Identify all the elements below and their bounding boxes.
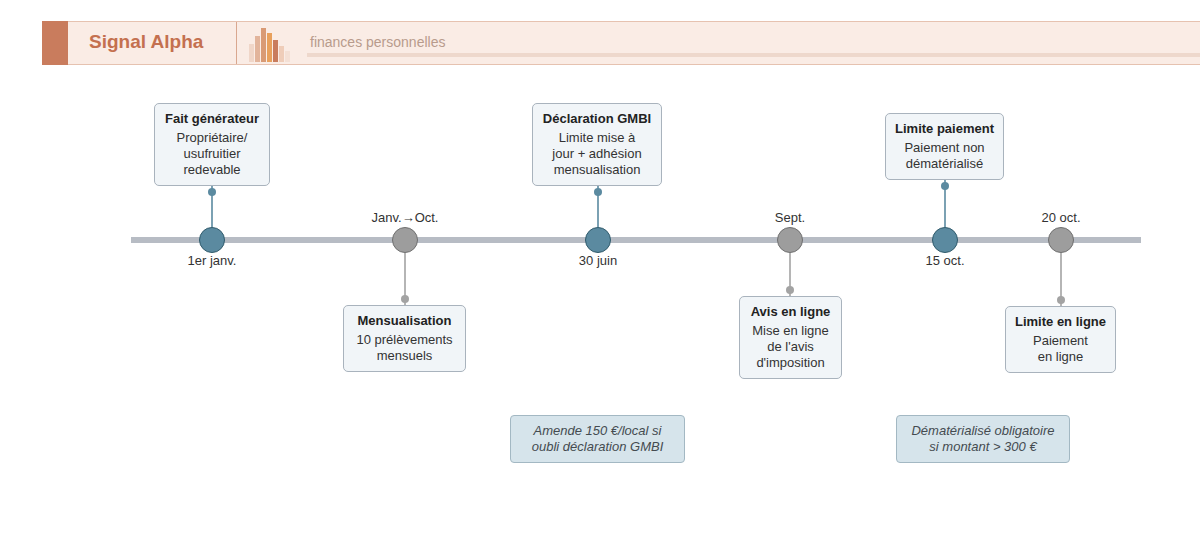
leader-connector	[208, 186, 216, 227]
leader-connector	[1057, 253, 1065, 306]
leader-connector	[786, 253, 794, 296]
event-box: Fait générateurPropriétaire/ usufruitier…	[154, 103, 270, 186]
header-accent	[42, 21, 68, 65]
event-box: Limite en lignePaiement en ligne	[1005, 306, 1116, 373]
icon-bar	[249, 44, 254, 62]
timeline-marker: Janv.→Oct.	[392, 227, 418, 253]
leader-connector	[941, 180, 949, 227]
icon-bar	[273, 40, 278, 62]
note-box: Amende 150 €/local si oubli déclaration …	[510, 415, 685, 463]
box-text: Paiement non dématérialisé	[892, 140, 997, 172]
box-text: Limite mise à jour + adhésion mensualisa…	[539, 130, 655, 178]
leader-dot	[941, 182, 949, 190]
box-text: 10 prélèvements mensuels	[350, 332, 459, 364]
box-heading: Limite en ligne	[1012, 314, 1109, 330]
timeline-marker: Sept.	[777, 227, 803, 253]
icon-bar	[267, 33, 272, 62]
leader-connector	[594, 186, 602, 227]
event-box: Avis en ligneMise en ligne de l'avis d'i…	[739, 296, 842, 379]
header-divider	[236, 22, 237, 64]
leader-dot	[401, 295, 409, 303]
icon-bar	[255, 36, 260, 62]
header-rule	[307, 53, 1200, 57]
box-text: Paiement en ligne	[1012, 333, 1109, 365]
leader-dot	[208, 188, 216, 196]
header-title: Signal Alpha	[89, 31, 203, 53]
bar-icon	[246, 24, 294, 64]
leader-dot	[1057, 296, 1065, 304]
box-text: Propriétaire/ usufruitier redevable	[161, 130, 263, 178]
timeline-marker: 20 oct.	[1048, 227, 1074, 253]
event-box: Limite paiementPaiement non dématérialis…	[885, 113, 1004, 180]
leader-connector	[401, 253, 409, 305]
date-label: 30 juin	[579, 253, 617, 269]
note-text: Dématérialisé obligatoire si montant > 3…	[904, 423, 1062, 455]
date-label: Janv.→Oct.	[372, 210, 439, 226]
icon-bar	[279, 46, 284, 62]
leader-dot	[786, 286, 794, 294]
icon-bar	[285, 51, 290, 62]
date-label: Sept.	[775, 210, 805, 226]
box-heading: Déclaration GMBI	[539, 111, 655, 127]
date-label: 1er janv.	[188, 253, 237, 269]
event-box: Mensualisation 10 prélèvements mensuels	[343, 305, 466, 372]
box-heading: Avis en ligne	[750, 304, 831, 320]
date-label: 15 oct.	[925, 253, 964, 269]
event-box: Déclaration GMBI Limite mise à jour + adh…	[532, 103, 662, 186]
leader-dot	[594, 188, 602, 196]
note-box: Dématérialisé obligatoire si montant > 3…	[896, 415, 1070, 463]
timeline-marker: 30 juin	[585, 227, 611, 253]
box-heading: Mensualisation	[350, 313, 459, 329]
icon-bar	[261, 28, 266, 62]
box-heading: Fait générateur	[161, 111, 263, 127]
header-band	[42, 21, 1200, 65]
date-label: 20 oct.	[1041, 210, 1080, 226]
note-text: Amende 150 €/local si oubli déclaration …	[518, 423, 677, 455]
timeline-axis	[131, 237, 1141, 243]
box-text: Mise en ligne de l'avis d'imposition	[750, 323, 831, 371]
box-heading: Limite paiement	[892, 121, 997, 137]
header-subtitle: finances personnelles	[310, 34, 445, 50]
timeline-marker: 15 oct.	[932, 227, 958, 253]
timeline-marker: 1er janv.	[199, 227, 225, 253]
